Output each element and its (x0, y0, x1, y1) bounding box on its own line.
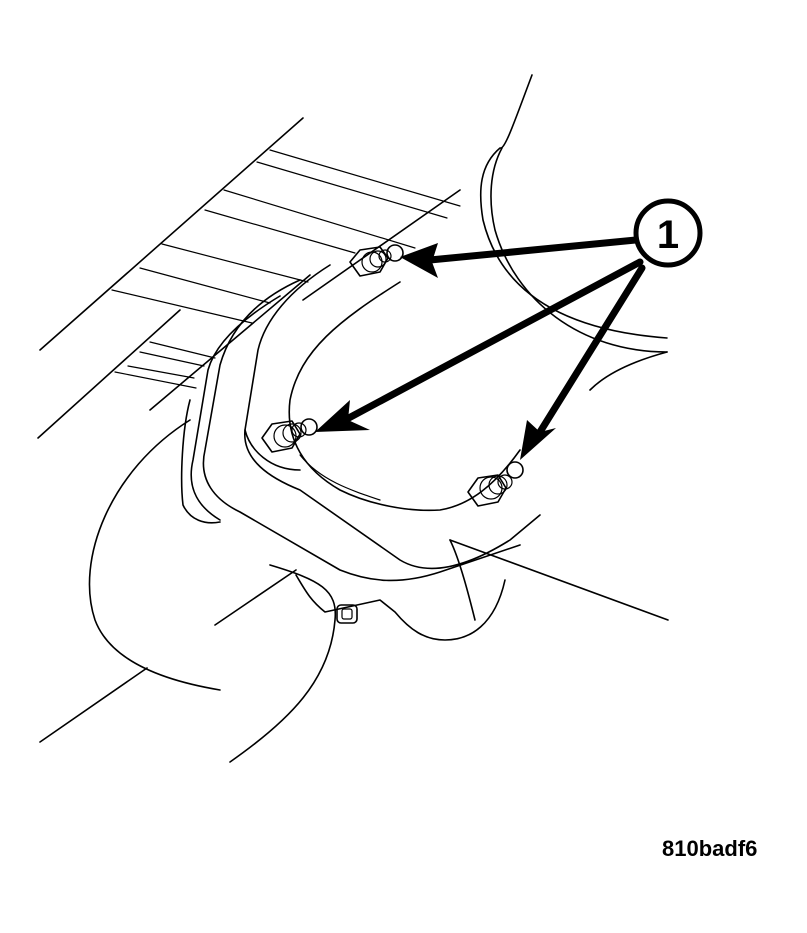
stud-upper (349, 244, 404, 277)
callout-arrows (315, 236, 646, 460)
frame-rail (37, 117, 461, 439)
stud-left (261, 418, 318, 453)
callout-number-1: 1 (656, 213, 680, 257)
flange (180, 264, 541, 582)
figure-id-label: 810badf6 (662, 836, 758, 861)
callout-circle-1 (633, 198, 703, 268)
lower-pipe-and-bracket (39, 419, 669, 763)
stud-lower-right (467, 461, 524, 507)
